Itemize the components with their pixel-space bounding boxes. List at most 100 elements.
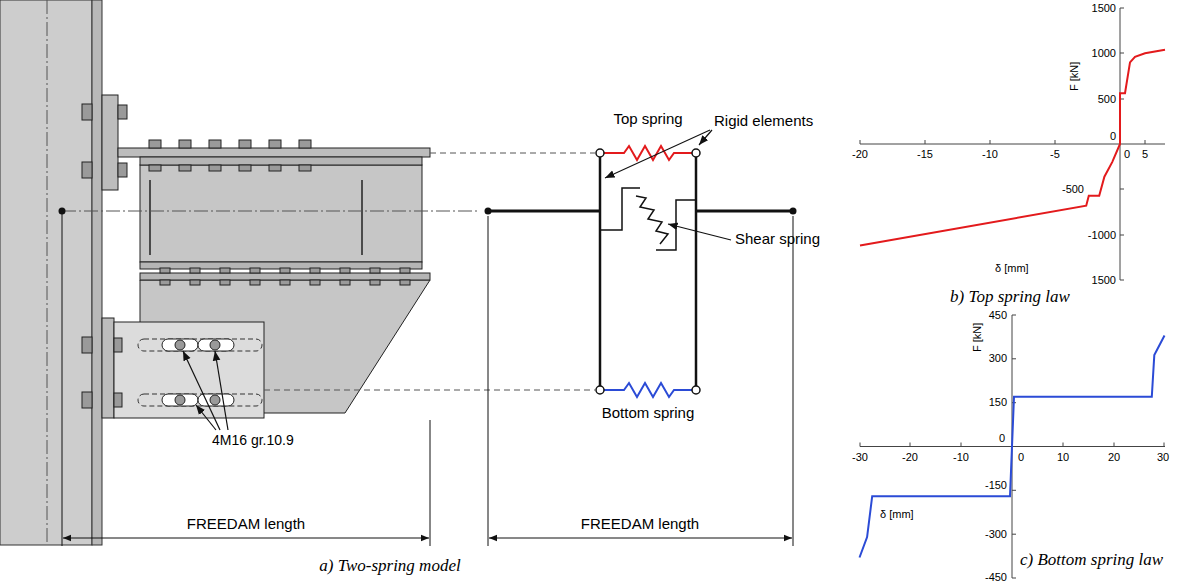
tick-label: 450 (989, 309, 1007, 322)
bolt-head (280, 268, 290, 273)
bottom-spring-symbol (604, 383, 692, 397)
beam-element (696, 210, 793, 213)
stiffener (361, 180, 363, 255)
beam-web (140, 165, 422, 262)
extension-line (62, 214, 63, 546)
bolt-nut (310, 280, 320, 285)
column-flange (92, 0, 102, 545)
bolt-head (239, 140, 251, 148)
bolt-head (220, 268, 230, 273)
bolt (210, 340, 220, 350)
tick-label: -10 (982, 148, 998, 161)
leader-line (183, 351, 220, 430)
bolt-nut (340, 280, 350, 285)
spring-label: Top spring (613, 110, 682, 127)
spring-label: Shear spring (735, 230, 820, 247)
leader-line (668, 224, 731, 240)
leader-line (215, 351, 228, 430)
bolt-nut (400, 280, 410, 285)
tick-label: 0 (1124, 148, 1130, 161)
bolt-nut (280, 280, 290, 285)
dimension-line (489, 538, 792, 539)
top-end-plate (102, 95, 118, 190)
bolt-nut (269, 165, 281, 171)
axis-title: δ [mm] (880, 508, 914, 521)
axis-title: F [kN] (1069, 61, 1082, 90)
bolt-head (269, 140, 281, 148)
bolt-head (160, 268, 170, 273)
bolt-head (250, 268, 260, 273)
top-spring-curve (860, 50, 1165, 246)
shear-spring-symbol (636, 196, 668, 244)
tick-label: -150 (985, 479, 1007, 492)
tick-label: 10 (1057, 451, 1069, 464)
bolt-nut (220, 280, 230, 285)
bolt-nut (250, 280, 260, 285)
tick-label: 1000 (1092, 47, 1116, 60)
slotted-hole (198, 339, 234, 351)
bolt (210, 395, 220, 405)
shear-spring-bracket (600, 188, 640, 230)
tick-label: 20 (1108, 451, 1120, 464)
tick-label: -300 (985, 528, 1007, 541)
figure-caption: a) Two-spring model (319, 556, 460, 576)
tick-label: -20 (852, 148, 868, 161)
bolt-nut (190, 280, 200, 285)
bolt-head (82, 104, 92, 120)
slotted-hole (162, 394, 198, 406)
hinge (596, 386, 604, 394)
bolt-head (370, 268, 380, 273)
element-label: Rigid elements (714, 112, 813, 129)
tick-label: 0 (999, 432, 1005, 445)
projection-line (264, 390, 595, 391)
extension-line (430, 420, 431, 546)
bolt-head (82, 337, 92, 353)
figure-caption: c) Bottom spring law (1020, 550, 1163, 570)
tick-label: -450 (985, 571, 1007, 584)
tick-label: 0 (1018, 451, 1024, 464)
leader-line (699, 130, 712, 145)
bolt-head (190, 268, 200, 273)
axis-title: F [kN] (972, 322, 985, 351)
bolt-nut (118, 163, 127, 177)
bolt (175, 340, 185, 350)
extension-line (488, 216, 489, 546)
bolt-nut (118, 105, 127, 119)
bolt-nut (370, 280, 380, 285)
extension-line (793, 216, 794, 546)
bolt-nut (239, 165, 251, 171)
bolt-nut (209, 165, 221, 171)
tick-label: -10 (953, 451, 969, 464)
tick-label: 0 (1110, 130, 1116, 143)
tick-label: 1500 (1092, 2, 1116, 15)
tick-label: -15 (917, 148, 933, 161)
projection-line (430, 153, 595, 154)
leader-line (196, 405, 216, 430)
dimension-label: FREEDAM length (187, 515, 305, 532)
bolt-head (82, 392, 92, 408)
beam-centerline (62, 211, 480, 212)
slot-outline (138, 339, 262, 351)
bottom-spring-curve (860, 336, 1165, 558)
bottom-end-plate (102, 318, 114, 418)
bolt-nut (160, 280, 170, 285)
bolt-nut (149, 165, 161, 171)
rigid-element (599, 157, 602, 386)
rigid-element (695, 157, 698, 386)
tick-label: 150 (989, 396, 1007, 409)
bolt-nut (179, 165, 191, 171)
slotted-hole (162, 339, 198, 351)
node-dot (59, 208, 66, 215)
tick-label: 5 (1142, 148, 1148, 161)
bolt-head (400, 268, 410, 273)
dimension-line (63, 538, 429, 539)
hinge (596, 149, 604, 157)
hinge (692, 386, 700, 394)
stiffener (149, 180, 151, 255)
tick-label: -20 (902, 451, 918, 464)
tick-label: 30 (1157, 451, 1169, 464)
bolt-head (149, 140, 161, 148)
slot-outline (138, 394, 262, 406)
tick-label: -30 (852, 451, 868, 464)
